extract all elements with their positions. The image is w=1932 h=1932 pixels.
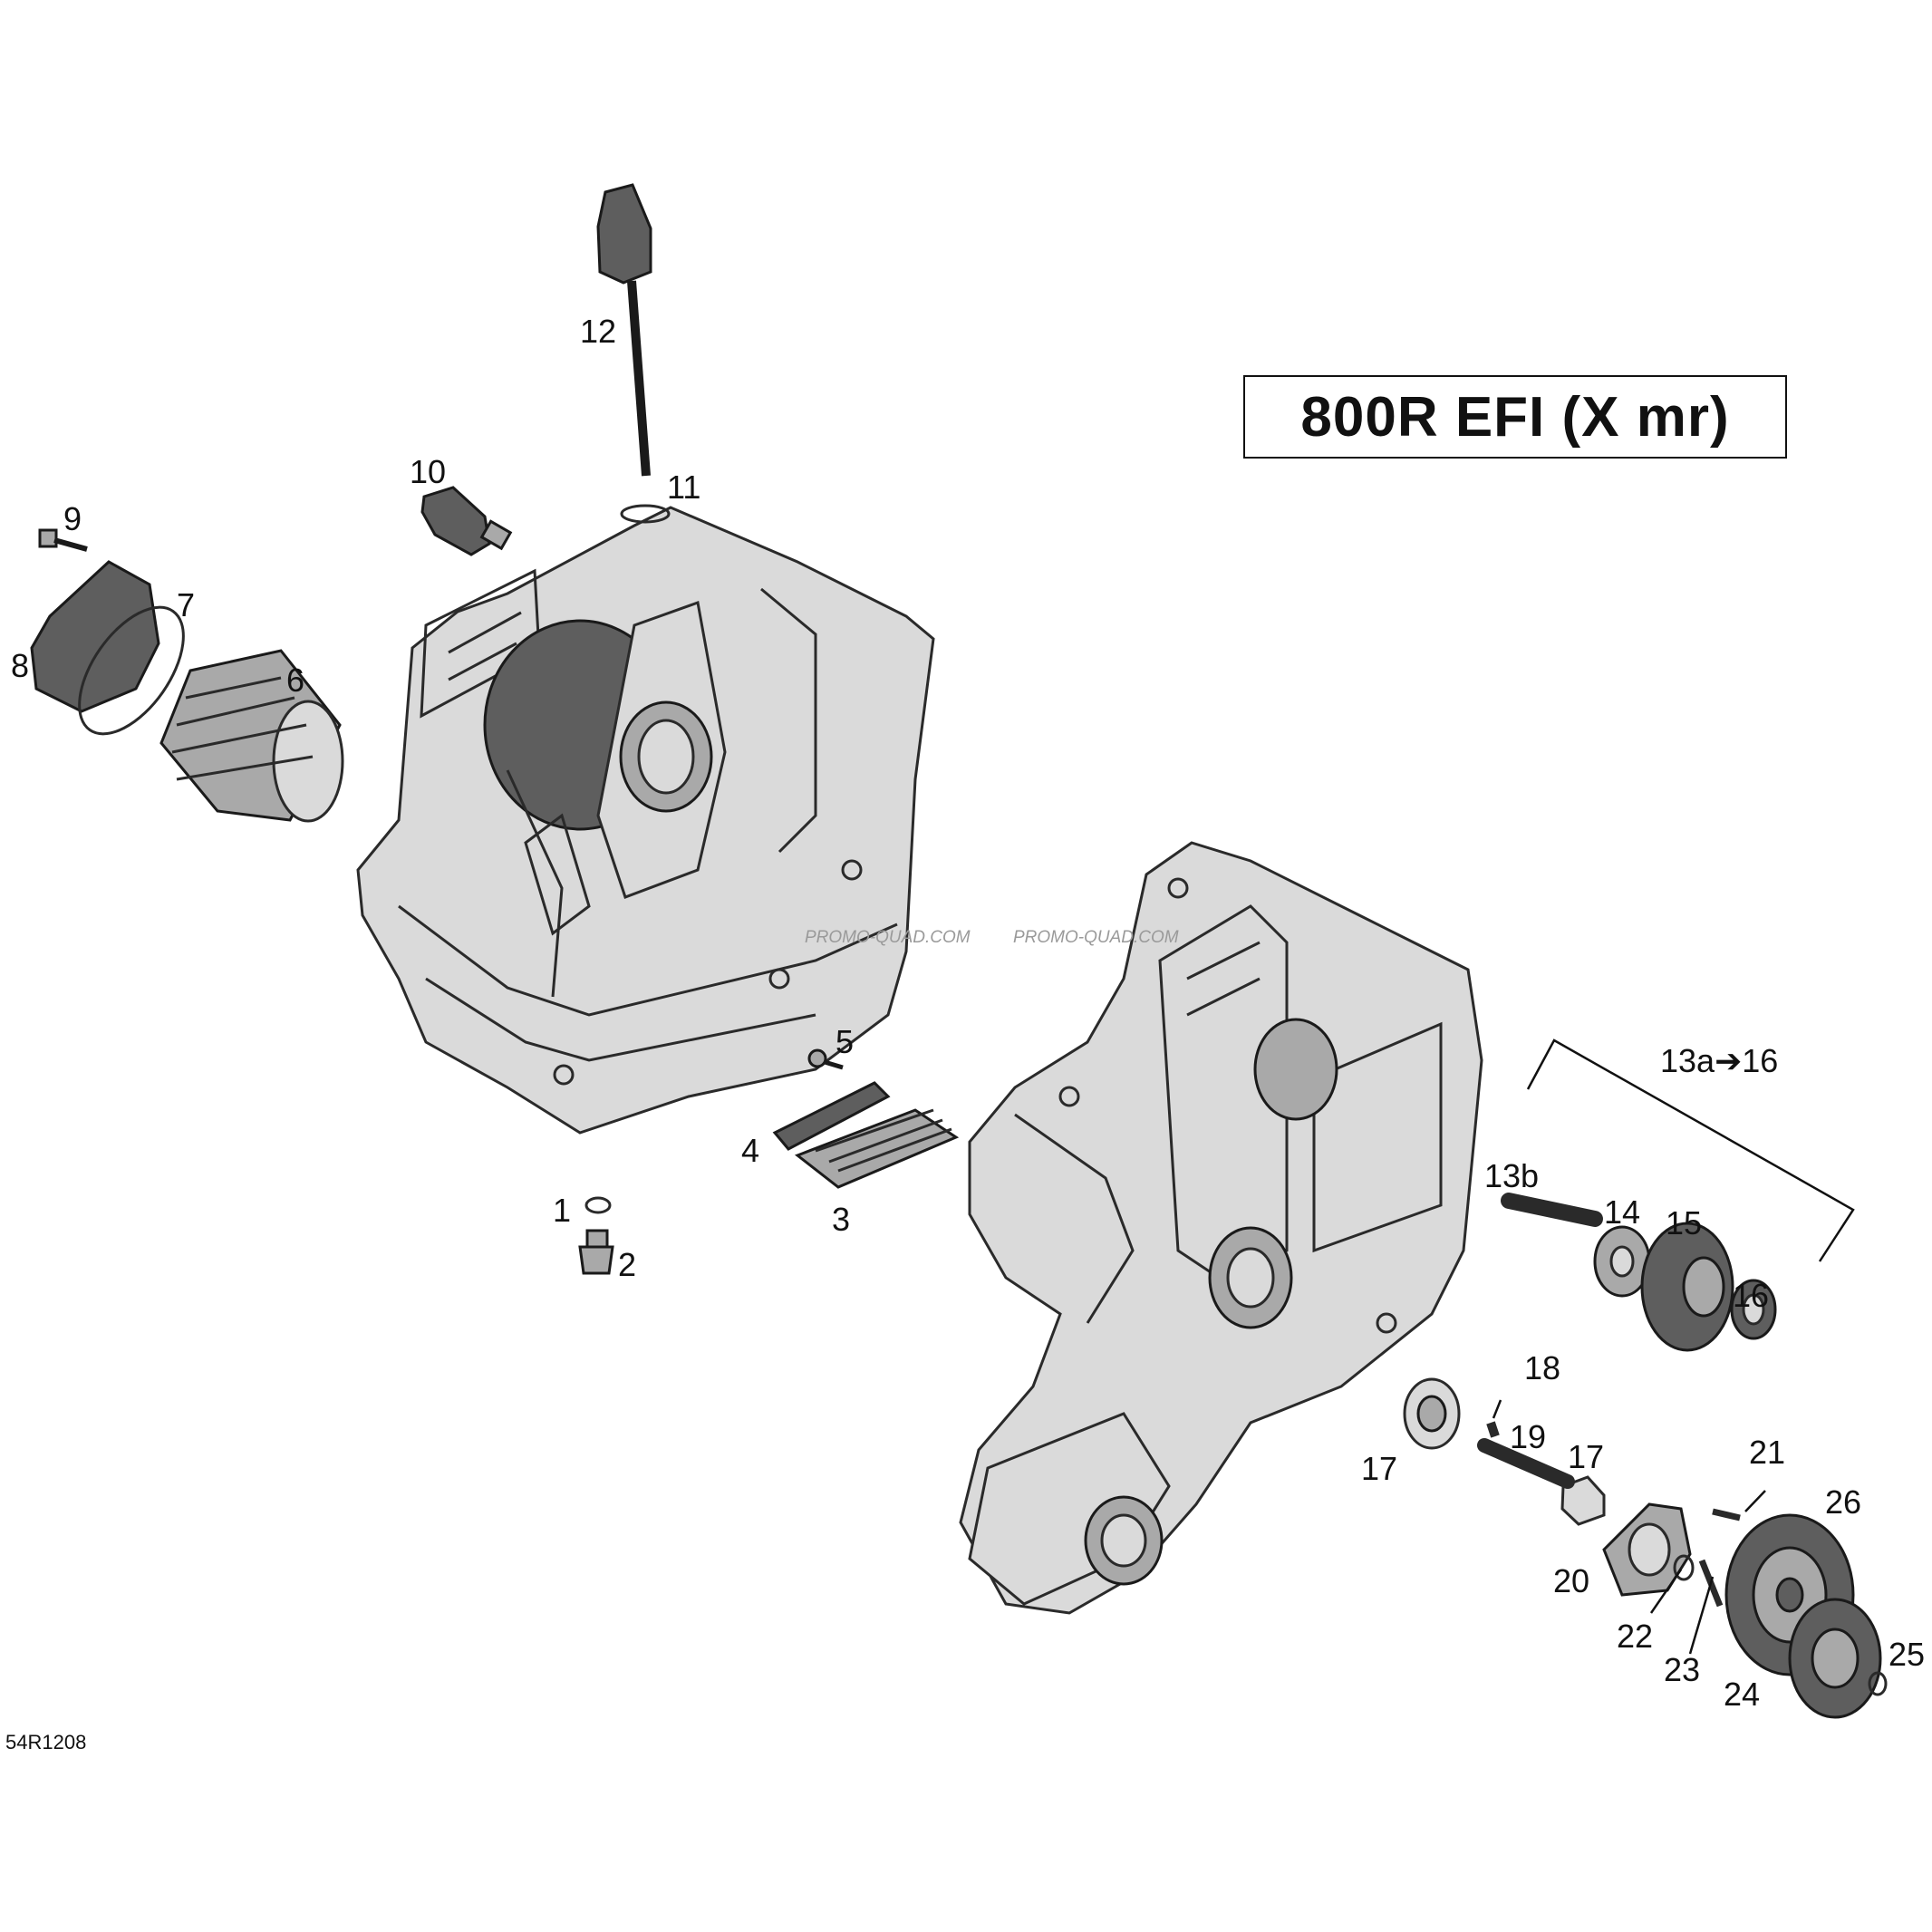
part-seal: [1730, 1279, 1777, 1340]
part-screw-21: [1712, 1508, 1741, 1521]
callout-16: 16: [1733, 1277, 1769, 1314]
part-pump-cover: [1602, 1502, 1692, 1597]
callout-labels: 1 2 3 4 5 6 7 8 9 10 11 12 13b 14 15 16 …: [11, 313, 1925, 1713]
callout-1: 1: [553, 1192, 571, 1229]
callout-3: 3: [832, 1201, 850, 1238]
part-pin-18: [1486, 1421, 1500, 1438]
callout-20: 20: [1553, 1562, 1589, 1599]
part-oil-strainer: [794, 1108, 960, 1189]
callout-12: 12: [580, 313, 616, 350]
model-title-box: 800R EFI (X mr): [1243, 375, 1787, 459]
callout-13b: 13b: [1484, 1157, 1539, 1194]
part-pump-shaft: [1477, 1438, 1575, 1489]
callout-17a: 17: [1361, 1450, 1397, 1487]
callout-19: 19: [1510, 1418, 1546, 1455]
part-oring-dipstick: [620, 504, 671, 524]
part-shaft-13b: [1501, 1193, 1603, 1227]
callout-10: 10: [410, 453, 446, 490]
part-dipstick: [596, 183, 652, 477]
group-bracket: [1526, 1038, 1855, 1262]
part-screw-9: [38, 528, 88, 552]
part-bearing: [1593, 1225, 1651, 1298]
leader-lines: [1492, 1399, 1766, 1655]
callout-18: 18: [1524, 1349, 1560, 1386]
part-oring-cover: [78, 605, 185, 736]
part-rotor-17a: [1403, 1377, 1461, 1450]
part-gear-24: [1788, 1598, 1882, 1719]
left-crankcase-half: [356, 506, 935, 1135]
callout-4: 4: [741, 1132, 759, 1169]
watermark-text: PROMO-QUAD.COM: [1013, 928, 1179, 947]
group-label-13a-16: 13a➔16: [1660, 1042, 1778, 1079]
callout-7: 7: [177, 586, 195, 623]
part-rotor-17b: [1560, 1475, 1606, 1526]
watermark-text: PROMO-QUAD.COM: [805, 928, 971, 947]
right-crankcase-half: [959, 841, 1483, 1615]
part-oil-filter-cover: [30, 560, 160, 713]
part-strainer-retainer: [772, 1081, 891, 1151]
part-gear-15: [1640, 1222, 1734, 1352]
part-drain-gasket: [584, 1196, 612, 1214]
part-oil-pressure-sensor: [420, 486, 513, 556]
callout-25: 25: [1889, 1636, 1925, 1673]
callout-5: 5: [836, 1023, 854, 1060]
part-screw-5: [807, 1048, 844, 1070]
callout-2: 2: [618, 1246, 636, 1283]
model-title: 800R EFI (X mr): [1300, 385, 1730, 449]
callout-15: 15: [1666, 1204, 1702, 1241]
part-oil-filter: [159, 649, 344, 823]
part-drain-plug: [578, 1229, 614, 1275]
callout-17b: 17: [1568, 1438, 1604, 1475]
part-circlip: [1868, 1671, 1888, 1696]
callout-14: 14: [1604, 1193, 1640, 1231]
callout-22: 22: [1617, 1618, 1653, 1655]
callout-24: 24: [1724, 1676, 1760, 1713]
callout-6: 6: [286, 662, 304, 699]
callout-11: 11: [667, 469, 700, 506]
part-washer-22: [1673, 1554, 1695, 1581]
callout-8: 8: [11, 647, 29, 684]
callout-26: 26: [1825, 1483, 1861, 1521]
drawing-code: 54R1208: [5, 1731, 87, 1753]
callout-23: 23: [1664, 1651, 1700, 1688]
callout-9: 9: [63, 500, 82, 537]
callout-21: 21: [1749, 1434, 1785, 1471]
